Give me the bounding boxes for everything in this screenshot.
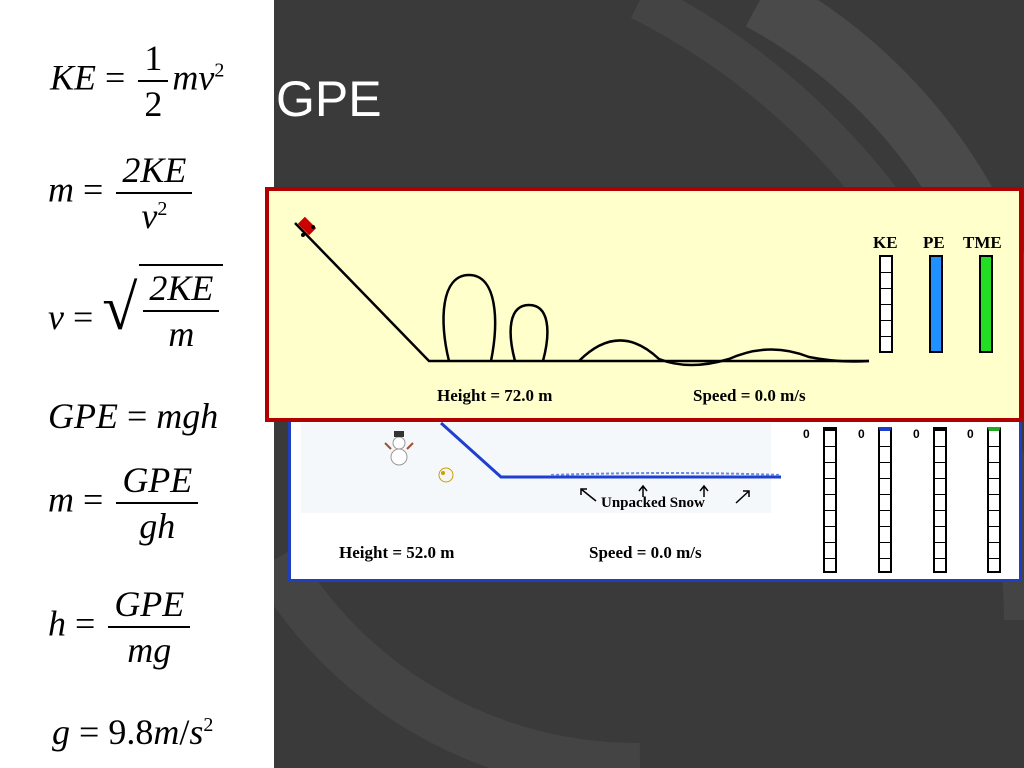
formula-g-slash: / bbox=[179, 712, 190, 752]
snow-meter-2 bbox=[878, 427, 892, 573]
snow-meter-1 bbox=[823, 427, 837, 573]
snow-meter-4 bbox=[987, 427, 1001, 573]
ke-energy-bar bbox=[879, 255, 893, 353]
formula-ke-num: 1 bbox=[138, 40, 169, 82]
formula-m-ke-lhs: m bbox=[48, 169, 74, 210]
formula-m-ke-den-exp: 2 bbox=[157, 198, 168, 220]
snow-surface bbox=[550, 472, 782, 476]
formula-g-number: 9.8 bbox=[108, 712, 154, 752]
formula-g-value: g = 9.8m/s2 bbox=[52, 714, 213, 750]
coaster-hills bbox=[578, 339, 870, 367]
formula-gpe-lhs: GPE bbox=[48, 396, 118, 436]
formula-g-unit-s: s bbox=[189, 712, 204, 752]
formula-g-lhs: g bbox=[52, 712, 70, 752]
formula-m-ke-num: 2KE bbox=[116, 152, 193, 194]
formula-ke-den: 2 bbox=[144, 84, 163, 124]
coaster-loop-small bbox=[509, 303, 549, 362]
snow-meter-zero-1: 0 bbox=[803, 427, 810, 441]
snow-track-drawing bbox=[301, 421, 782, 513]
snow-meter-3 bbox=[933, 427, 947, 573]
formula-v-num: 2KE bbox=[143, 270, 220, 312]
formula-g-unit-m: m bbox=[153, 712, 180, 752]
snow-sled-simulation: Unpacked Snow Height = 52.0 m Speed = 0.… bbox=[288, 410, 1022, 582]
arrows-icon bbox=[580, 484, 750, 504]
snow-speed-readout: Speed = 0.0 m/s bbox=[589, 543, 702, 562]
pe-energy-bar bbox=[929, 255, 943, 353]
formula-m-gpe-num: GPE bbox=[116, 462, 199, 504]
formula-m-gpe-eq: = bbox=[83, 479, 104, 520]
formula-h-lhs: h bbox=[48, 603, 66, 644]
formula-gpe-eq: = bbox=[126, 396, 148, 436]
formula-ke-lhs: KE bbox=[50, 57, 97, 98]
coaster-height-readout: Height = 72.0 m bbox=[437, 386, 553, 405]
slide-title: GPE bbox=[276, 71, 382, 127]
formula-ke-exp: 2 bbox=[214, 59, 225, 82]
tme-bar-label: TME bbox=[963, 233, 1002, 252]
coaster-loop-large bbox=[442, 273, 497, 362]
snowman-icon bbox=[384, 431, 414, 466]
formula-h-den: mg bbox=[127, 630, 172, 670]
snow-slope bbox=[439, 421, 781, 479]
formula-v-den: m bbox=[168, 314, 195, 354]
formula-m-gpe-lhs: m bbox=[48, 479, 74, 520]
formula-gpe: GPE = mgh bbox=[48, 398, 218, 434]
roller-coaster-simulation: Height = 72.0 m Speed = 0.0 m/s KE PE TM… bbox=[265, 187, 1023, 422]
formula-v-lhs: v bbox=[48, 297, 64, 337]
formula-m-ke-eq: = bbox=[83, 169, 104, 210]
snow-meter-zero-3: 0 bbox=[913, 427, 920, 441]
formula-m-gpe-den: gh bbox=[139, 506, 176, 546]
snowball-icon bbox=[438, 467, 454, 483]
tme-energy-bar bbox=[979, 255, 993, 353]
formula-ke-eq: = bbox=[105, 57, 126, 98]
snow-meter-zero-2: 0 bbox=[858, 427, 865, 441]
formula-ke-rhs: mv bbox=[172, 57, 215, 98]
formula-h-num: GPE bbox=[108, 586, 191, 628]
formula-h-eq: = bbox=[75, 603, 96, 644]
radical-sign: √ bbox=[102, 272, 138, 343]
formula-v-eq: = bbox=[72, 297, 94, 337]
coaster-speed-readout: Speed = 0.0 m/s bbox=[693, 386, 806, 405]
ke-bar-label: KE bbox=[873, 233, 898, 252]
coaster-track-drawing bbox=[294, 216, 870, 367]
formula-g-eq: = bbox=[79, 712, 100, 752]
snow-height-readout: Height = 52.0 m bbox=[339, 543, 455, 562]
snow-background bbox=[301, 423, 771, 513]
pe-bar-label: PE bbox=[923, 233, 945, 252]
snow-surface-label: Unpacked Snow bbox=[601, 495, 705, 511]
formula-m-ke-den: v bbox=[141, 196, 158, 236]
coaster-track-base bbox=[294, 222, 869, 363]
formula-gpe-rhs: mgh bbox=[156, 396, 219, 436]
snow-meter-zero-4: 0 bbox=[967, 427, 974, 441]
formula-g-exp: 2 bbox=[203, 714, 214, 736]
coaster-car-icon bbox=[297, 216, 317, 237]
